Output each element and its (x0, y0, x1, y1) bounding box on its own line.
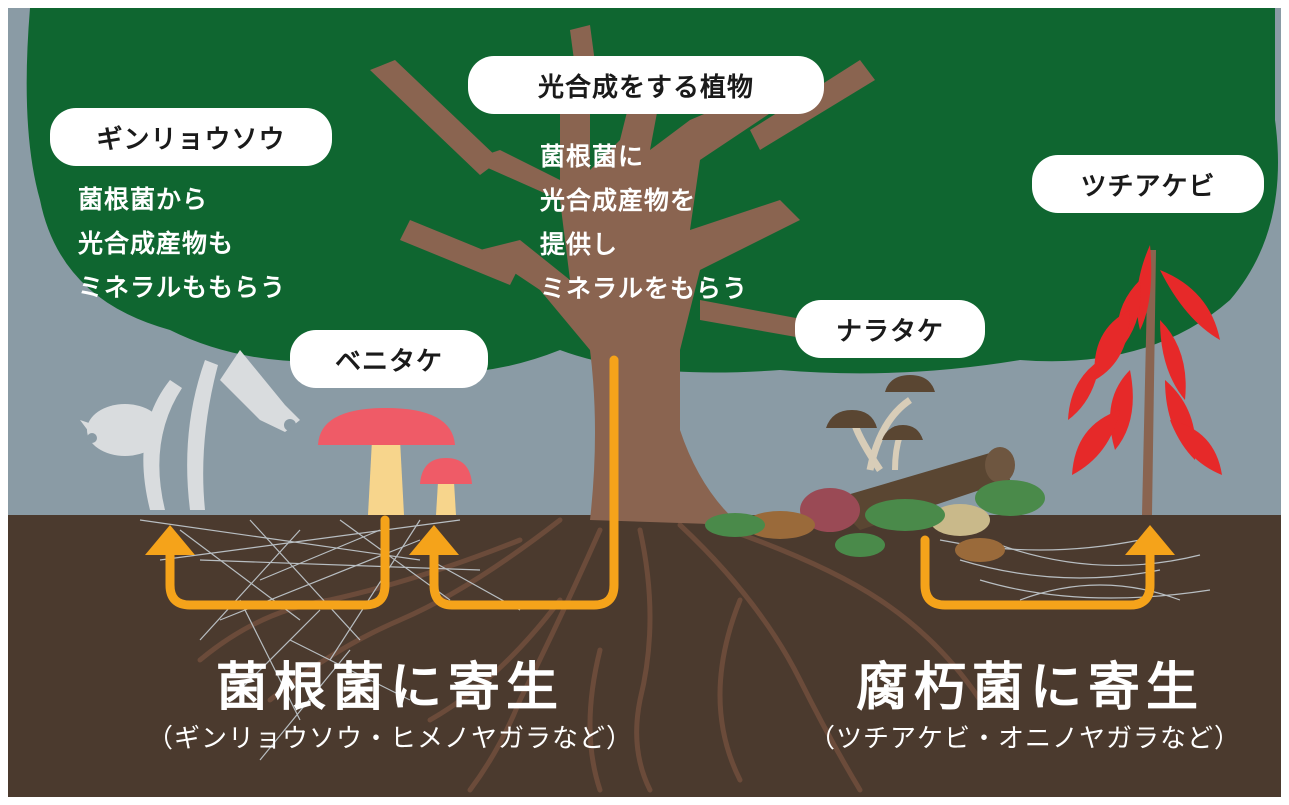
label-ginryousou: ギンリョウソウ (50, 108, 332, 166)
note-plant-line-1: 菌根菌に (540, 142, 645, 171)
note-plant-line-4: ミネラルをもらう (540, 274, 749, 303)
note-ginryousou-line-2: 光合成産物も (78, 229, 235, 258)
arrow-tree-to-fungus (429, 355, 619, 610)
ginryousou-plant (80, 350, 300, 510)
label-benitake: ベニタケ (290, 330, 488, 388)
note-plant-line-3: 提供し (540, 230, 619, 259)
mycorrhizal-parasite-examples: （ギンリョウソウ・ヒメノヤガラなど） (146, 724, 633, 754)
note-plant-line-2: 光合成産物を (540, 186, 697, 215)
note-ginryousou-line-1: 菌根菌から (78, 185, 209, 214)
label-naratake: ナラタケ (795, 300, 985, 358)
nutrient-flow-arrows (165, 355, 1155, 610)
mycorrhizal-network (139, 519, 521, 761)
note-plant: 菌根菌に 光合成産物を 提供し ミネラルをもらう (540, 135, 748, 311)
tsuchiakebi-plant (1068, 245, 1222, 515)
arrow-decay-to-tsuchiakebi (920, 535, 1155, 610)
arrow-fungus-to-ginryousou (165, 515, 390, 610)
naratake-cluster (705, 375, 1045, 562)
decay-parasite-title: 腐朽菌に寄生 (855, 658, 1204, 718)
arrowheads (145, 525, 1175, 555)
benitake-mushroom (318, 408, 472, 515)
decay-fungi-network (939, 539, 1211, 601)
label-tsuchiakebi: ツチアケビ (1032, 155, 1264, 213)
note-ginryousou-line-3: ミネラルももらう (78, 273, 287, 302)
label-photosynthetic-plant: 光合成をする植物 (468, 56, 824, 114)
decay-parasite-examples: （ツチアケビ・オニノヤガラなど） (808, 724, 1241, 754)
tree-roots (197, 517, 983, 793)
note-ginryousou: 菌根菌から 光合成産物も ミネラルももらう (78, 178, 286, 310)
mycorrhizal-parasite-title: 菌根菌に寄生 (215, 658, 564, 718)
